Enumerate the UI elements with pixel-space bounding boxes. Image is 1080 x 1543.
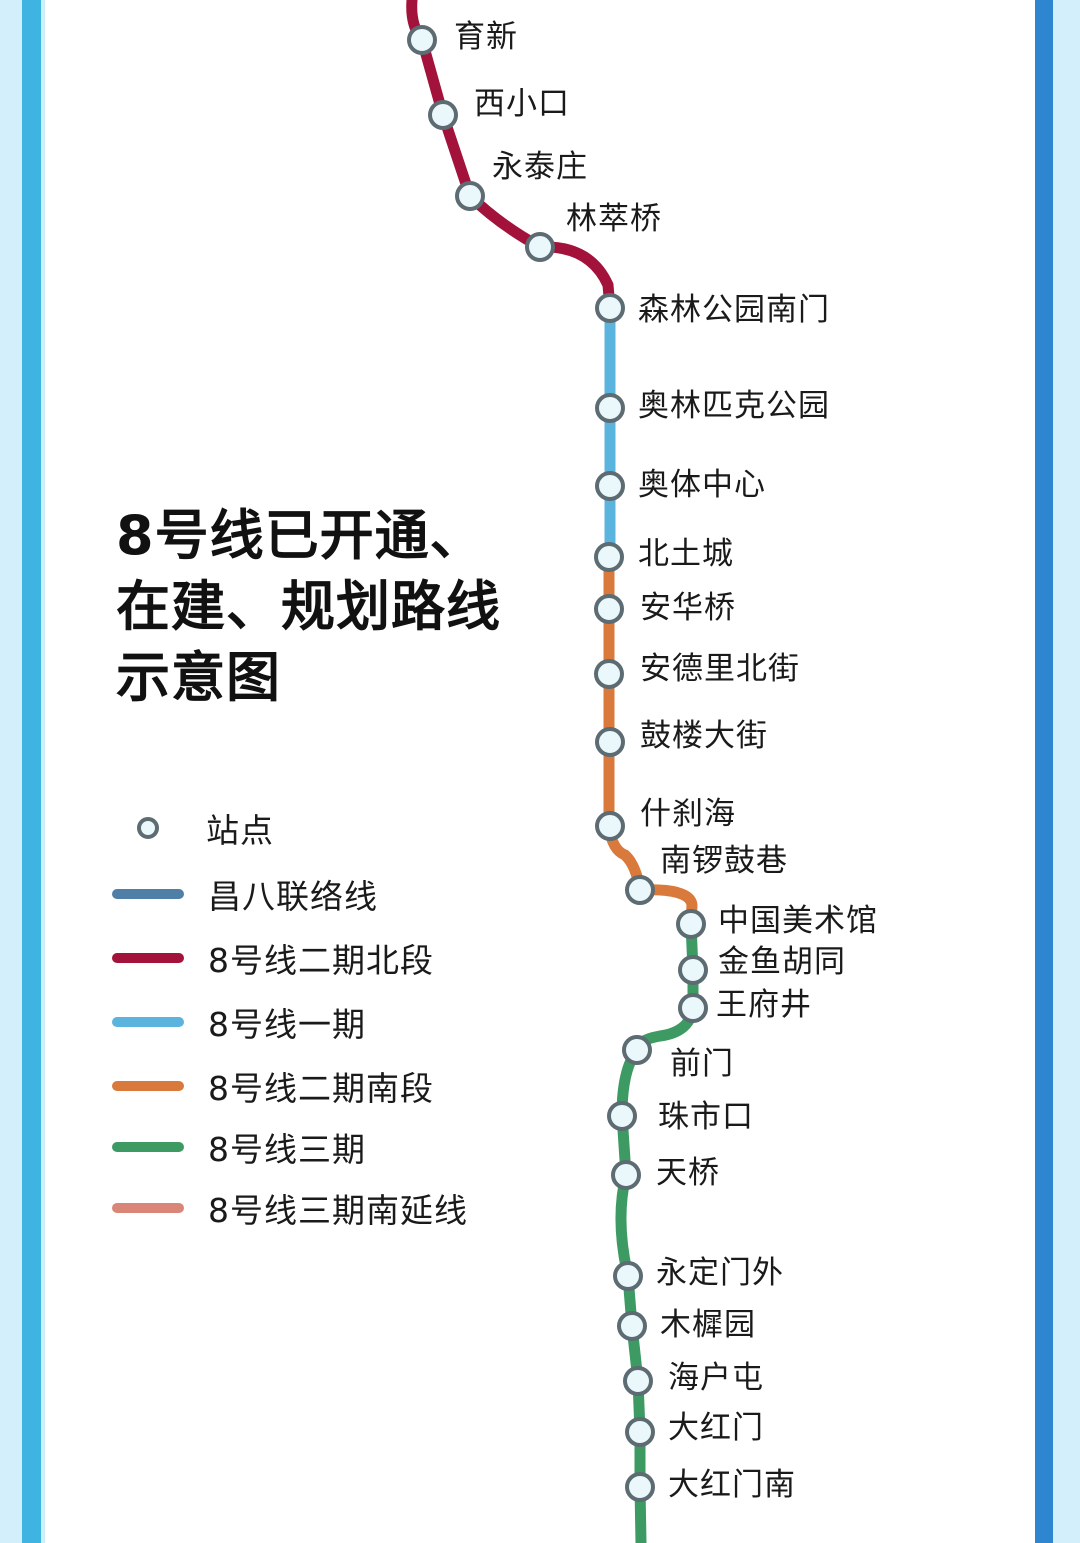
station-label: 育新: [454, 19, 518, 55]
station-marker-xixiaokou[interactable]: [428, 100, 458, 130]
station-marker-andeli-beijie[interactable]: [594, 659, 624, 689]
station-label: 中国美术馆: [718, 903, 878, 939]
line-swatch-icon: [112, 1081, 184, 1091]
station-label: 大红门: [668, 1410, 764, 1446]
station-marker-dahongmen-nan[interactable]: [625, 1472, 655, 1502]
route-segment-phase3: [615, 918, 699, 1543]
line-swatch-icon: [112, 1017, 184, 1027]
station-label: 南锣鼓巷: [660, 843, 788, 879]
station-marker-nanluoguxiang[interactable]: [625, 875, 655, 905]
legend-label: 昌八联络线: [208, 877, 378, 916]
station-marker-jinyu-hutong[interactable]: [678, 955, 708, 985]
station-label: 王府井: [716, 987, 812, 1023]
station-marker-yongtaizhuang[interactable]: [455, 181, 485, 211]
frame-left-bar: [22, 0, 41, 1543]
frame-left-border: [0, 0, 22, 1543]
station-label: 什刹海: [640, 796, 736, 832]
station-label: 海户屯: [668, 1360, 764, 1396]
station-label: 林萃桥: [566, 201, 662, 237]
frame-right-bar: [1035, 0, 1053, 1543]
legend-item-station: 站点: [112, 808, 274, 850]
station-label: 安德里北街: [640, 651, 800, 687]
station-marker-zhushikou[interactable]: [607, 1101, 637, 1131]
station-marker-muxiyuan[interactable]: [617, 1311, 647, 1341]
legend-label: 8号线二期北段: [208, 941, 434, 980]
station-marker-yongdingmenwai[interactable]: [613, 1261, 643, 1291]
station-label: 大红门南: [668, 1467, 796, 1503]
station-label: 珠市口: [658, 1099, 754, 1135]
legend-item-phase2-south: 8号线二期南段: [112, 1066, 434, 1108]
map-title-line3: 示意图: [116, 646, 281, 709]
station-label: 奥体中心: [638, 467, 766, 503]
route-segment-phase2-south: [603, 551, 698, 930]
line-swatch-icon: [112, 889, 184, 899]
legend-item-changba-link: 昌八联络线: [112, 874, 378, 916]
station-marker-gulou-dajie[interactable]: [595, 727, 625, 757]
station-label: 永泰庄: [492, 149, 588, 185]
station-label: 天桥: [656, 1155, 720, 1191]
station-marker-tianqiao[interactable]: [611, 1160, 641, 1190]
station-marker-wangfujing[interactable]: [678, 993, 708, 1023]
station-label: 北土城: [638, 536, 734, 572]
station-marker-lincuiqiao[interactable]: [525, 232, 555, 262]
station-marker-yuxin[interactable]: [407, 25, 437, 55]
frame-right-border: [1053, 0, 1080, 1543]
station-label: 金鱼胡同: [718, 944, 846, 980]
map-title-line2: 在建、规划路线: [116, 575, 501, 638]
legend-item-phase3-south-extension: 8号线三期南延线: [112, 1188, 468, 1230]
station-marker-dahongmen[interactable]: [625, 1417, 655, 1447]
station-label: 森林公园南门: [638, 292, 830, 328]
station-circle-icon: [137, 817, 159, 839]
station-marker-anhuaqiao[interactable]: [594, 594, 624, 624]
legend-label: 8号线二期南段: [208, 1069, 434, 1108]
frame-left-inner: [41, 0, 45, 1543]
station-marker-senlingongyuan-nanmen[interactable]: [595, 293, 625, 323]
station-marker-zhongguo-meishuguan[interactable]: [676, 909, 706, 939]
legend-item-phase1: 8号线一期: [112, 1002, 366, 1044]
legend-label: 8号线一期: [208, 1005, 366, 1044]
station-label: 木樨园: [660, 1307, 756, 1343]
station-label: 前门: [670, 1046, 734, 1082]
station-marker-haihutun[interactable]: [623, 1366, 653, 1396]
map-title: 8号线已开通、 在建、规划路线 示意图: [116, 500, 536, 713]
station-marker-qianmen[interactable]: [622, 1035, 652, 1065]
line-swatch-icon: [112, 1203, 184, 1213]
legend-label: 8号线三期: [208, 1130, 366, 1169]
legend-label: 8号线三期南延线: [208, 1191, 468, 1230]
station-label: 奥林匹克公园: [638, 388, 830, 424]
station-marker-aoti-zhongxin[interactable]: [595, 471, 625, 501]
legend-item-phase2-north: 8号线二期北段: [112, 938, 434, 980]
legend-label: 站点: [206, 811, 274, 850]
station-label: 鼓楼大街: [640, 718, 768, 754]
station-marker-aolinpike-gongyuan[interactable]: [595, 393, 625, 423]
legend-item-phase3: 8号线三期: [112, 1127, 366, 1169]
station-marker-shichahai[interactable]: [595, 811, 625, 841]
station-label: 安华桥: [640, 590, 736, 626]
line-swatch-icon: [112, 1142, 184, 1152]
station-label: 永定门外: [656, 1255, 784, 1291]
station-marker-beitucheng[interactable]: [594, 542, 624, 572]
line-swatch-icon: [112, 953, 184, 963]
map-title-line1: 8号线已开通、: [116, 504, 485, 567]
station-label: 西小口: [474, 86, 570, 122]
